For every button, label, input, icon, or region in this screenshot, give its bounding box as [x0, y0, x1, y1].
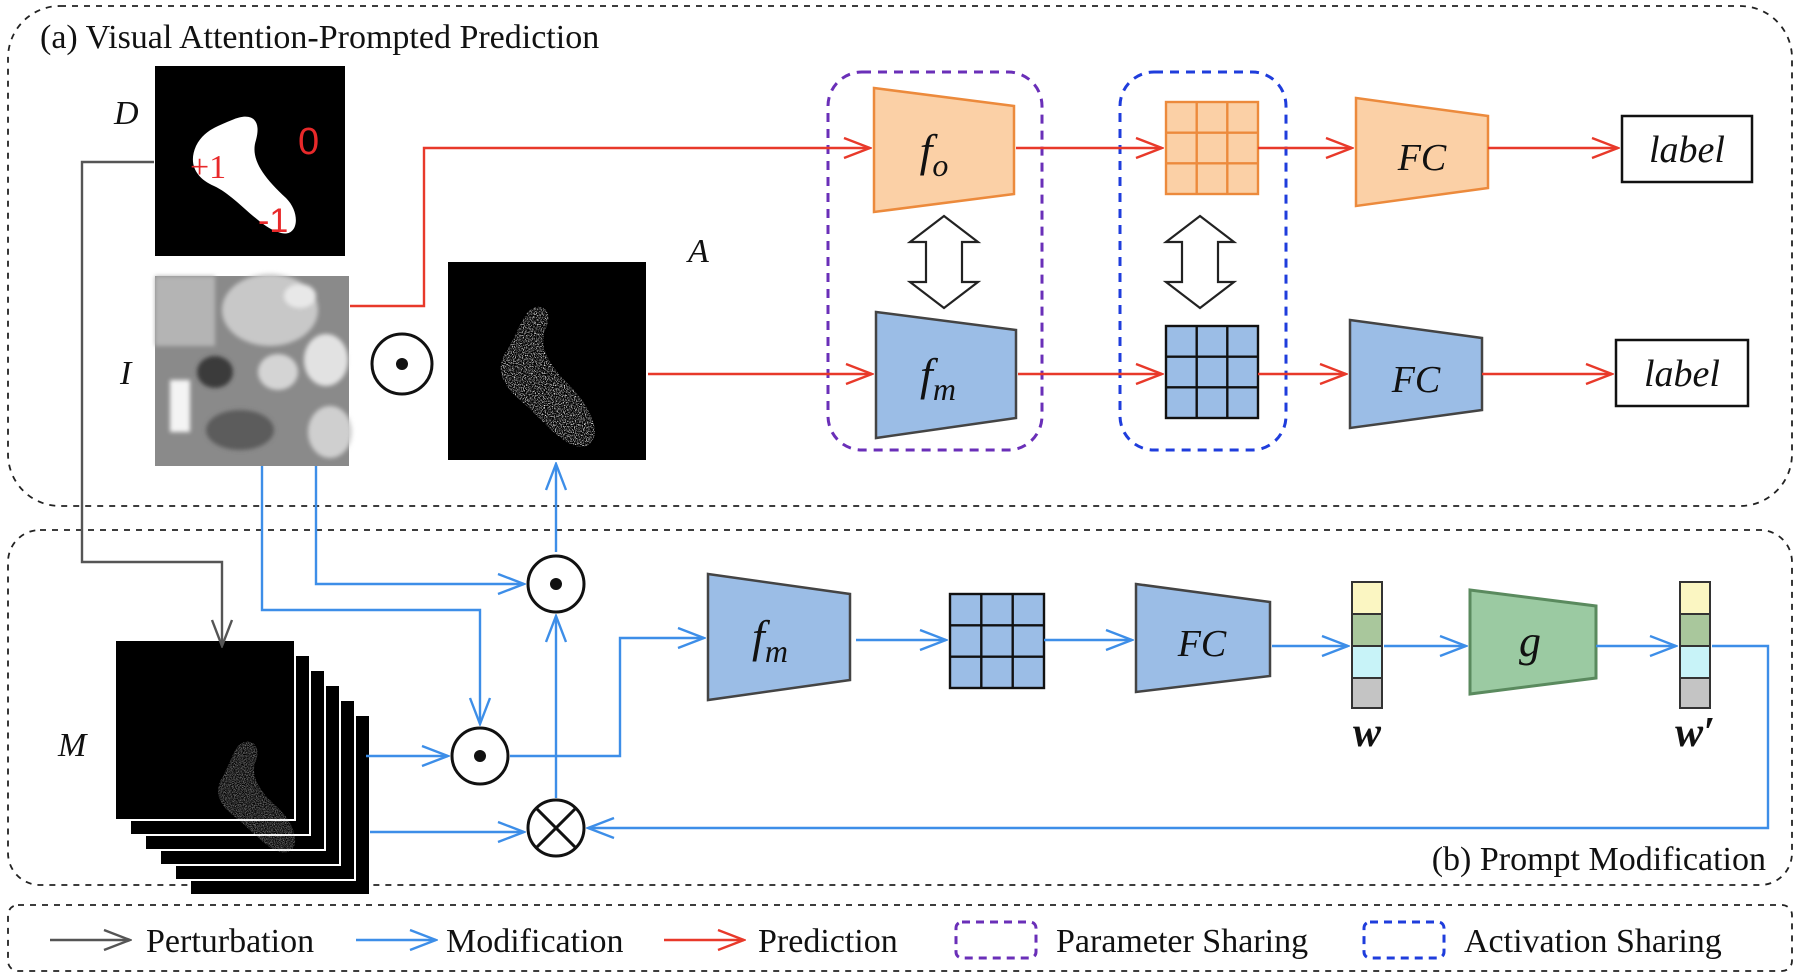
encoder-f-m-bottom: fm — [706, 572, 852, 702]
image-i-ct-scan — [155, 274, 352, 466]
legend-perturbation-label: Perturbation — [146, 923, 314, 960]
w-label: w — [1353, 710, 1382, 756]
legend: Perturbation Modification Prediction Par… — [50, 920, 1722, 960]
modification-arrows — [260, 464, 1770, 832]
label-top-text: label — [1649, 129, 1725, 171]
encoder-f-m-top: fm — [874, 310, 1018, 440]
legend-parameter-sharing-swatch — [954, 920, 1038, 960]
legend-activation-sharing-label: Activation Sharing — [1464, 923, 1722, 960]
d-value-minus: -1 — [258, 202, 288, 240]
image-stack-m — [114, 639, 371, 896]
label-box-top: label — [1620, 114, 1754, 184]
feature-grid-blue-top — [1164, 324, 1260, 420]
fc-layer-orange: FC — [1354, 96, 1490, 208]
encoder-f-o: fo — [872, 86, 1016, 214]
f-o-sub: o — [932, 147, 948, 183]
image-d-annotation: +1 0 -1 — [155, 66, 345, 256]
fc-orange-label: FC — [1397, 137, 1447, 179]
a-label: A — [686, 233, 709, 270]
i-label: I — [119, 355, 133, 392]
legend-prediction-label: Prediction — [758, 923, 898, 960]
g-module: g — [1468, 588, 1598, 696]
fc-layer-blue-bottom: FC — [1134, 582, 1272, 694]
w-prime-label: w′ — [1675, 710, 1715, 756]
feature-grid-orange — [1164, 100, 1260, 196]
label-bottom-text: label — [1644, 353, 1720, 395]
weight-vector-w — [1351, 581, 1383, 709]
fc-blue-top-label: FC — [1391, 359, 1441, 401]
section-a-frame — [7, 5, 1793, 507]
d-value-plus: +1 — [190, 149, 226, 186]
activation-sharing-box — [1118, 70, 1288, 452]
activation-sharing-double-arrow — [1162, 214, 1238, 310]
f-m-top-sub: m — [933, 371, 956, 407]
fc-layer-blue-top: FC — [1348, 318, 1484, 430]
f-m-bottom-sub: m — [765, 633, 788, 669]
legend-activation-sharing-swatch — [1362, 920, 1446, 960]
hadamard-operator-top — [370, 332, 434, 396]
multiply-operator — [526, 798, 586, 858]
hadamard-operator-input — [450, 726, 510, 786]
weight-vector-w-prime — [1679, 581, 1711, 709]
d-value-zero: 0 — [298, 121, 319, 163]
fc-blue-bottom-label: FC — [1177, 623, 1227, 665]
parameter-sharing-box — [826, 70, 1044, 452]
perturbation-arrow — [80, 160, 222, 646]
section-a-title: (a) Visual Attention-Prompted Prediction — [40, 19, 599, 56]
label-box-bottom: label — [1614, 338, 1750, 408]
feature-grid-blue-bottom — [948, 592, 1046, 690]
hadamard-operator-mask — [526, 554, 586, 614]
image-a-attended — [448, 262, 646, 460]
d-label: D — [113, 95, 139, 132]
parameter-sharing-double-arrow — [906, 214, 982, 310]
legend-frame — [7, 904, 1793, 972]
legend-parameter-sharing-label: Parameter Sharing — [1056, 923, 1308, 960]
legend-modification-label: Modification — [446, 923, 624, 960]
prediction-arrows — [350, 148, 1618, 374]
section-b-title: (b) Prompt Modification — [1432, 841, 1766, 878]
g-label: g — [1519, 617, 1541, 666]
m-label: M — [57, 727, 88, 764]
